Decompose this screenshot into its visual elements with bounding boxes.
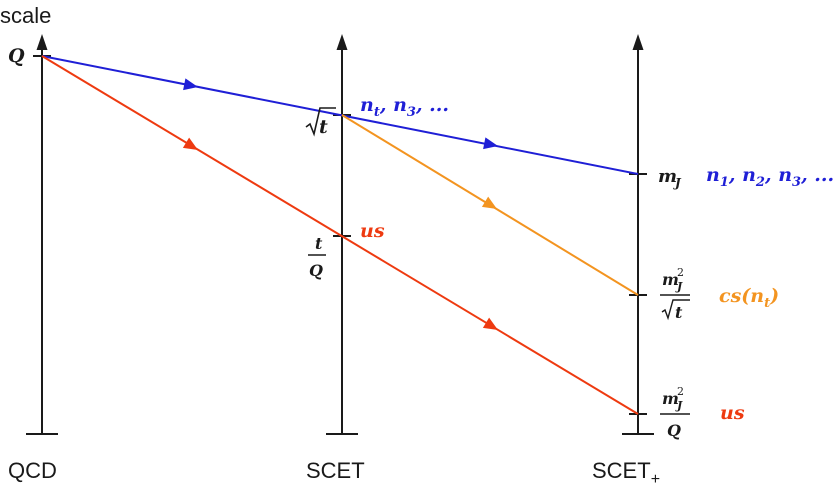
ultrasoft-arrow-1 <box>182 137 198 150</box>
svg-text:J: J <box>675 280 683 293</box>
ultrasoft-running-line <box>41 55 639 415</box>
theory-label-qcd: QCD <box>8 458 57 483</box>
collinear-running-line <box>41 55 639 175</box>
axis-qcd <box>26 34 58 435</box>
mode-label-collinear-scet: nt, n3, ... <box>360 94 449 120</box>
mode-label-csoft: cs(nt) <box>719 285 779 311</box>
svg-text:J: J <box>673 176 682 190</box>
svg-text:J: J <box>675 399 683 412</box>
svg-text:m: m <box>662 270 679 289</box>
collinear-arrow-2 <box>483 137 498 150</box>
axis-arrowhead <box>336 34 348 50</box>
svg-text:t: t <box>675 303 683 322</box>
mode-label-collinear-scet-plus: n1, n2, n3, ... <box>706 164 834 190</box>
svg-text:t: t <box>315 234 323 253</box>
ultrasoft-arrow-2 <box>482 317 498 330</box>
svg-text:2: 2 <box>677 385 684 398</box>
svg-text:Q: Q <box>667 421 681 440</box>
scale-label-Q: Q <box>8 45 25 67</box>
axis-label-scale: scale <box>0 3 51 28</box>
svg-text:t: t <box>319 116 328 138</box>
theory-label-scet: SCET <box>306 458 365 483</box>
scale-label-mJ2-over-Q: m 2 J Q <box>660 385 690 440</box>
sqrt-sign <box>661 299 690 321</box>
scale-label-mJ2-over-sqrt-t: m 2 J t <box>660 266 690 322</box>
axis-arrowhead <box>36 34 48 50</box>
svg-text:m: m <box>662 389 679 408</box>
axis-arrowhead <box>632 34 644 50</box>
collinear-arrow-1 <box>183 78 198 91</box>
svg-text:m: m <box>658 166 677 187</box>
svg-text:2: 2 <box>677 266 684 279</box>
csoft-arrow <box>481 196 497 209</box>
scale-label-t-over-Q: t Q <box>308 234 326 280</box>
mode-label-ultrasoft-scet: us <box>360 220 385 242</box>
theory-label-scet-plus: SCET+ <box>592 458 660 488</box>
scale-label-mJ: m J <box>658 166 682 190</box>
sqrt-sign <box>305 107 336 137</box>
axis-scet <box>326 34 358 435</box>
mode-label-ultrasoft-scet-plus: us <box>720 402 745 424</box>
running-arrowheads <box>182 78 498 330</box>
scale-label-sqrt-t: t <box>305 107 336 138</box>
axis-scet-plus <box>622 34 654 435</box>
svg-text:Q: Q <box>309 261 323 280</box>
